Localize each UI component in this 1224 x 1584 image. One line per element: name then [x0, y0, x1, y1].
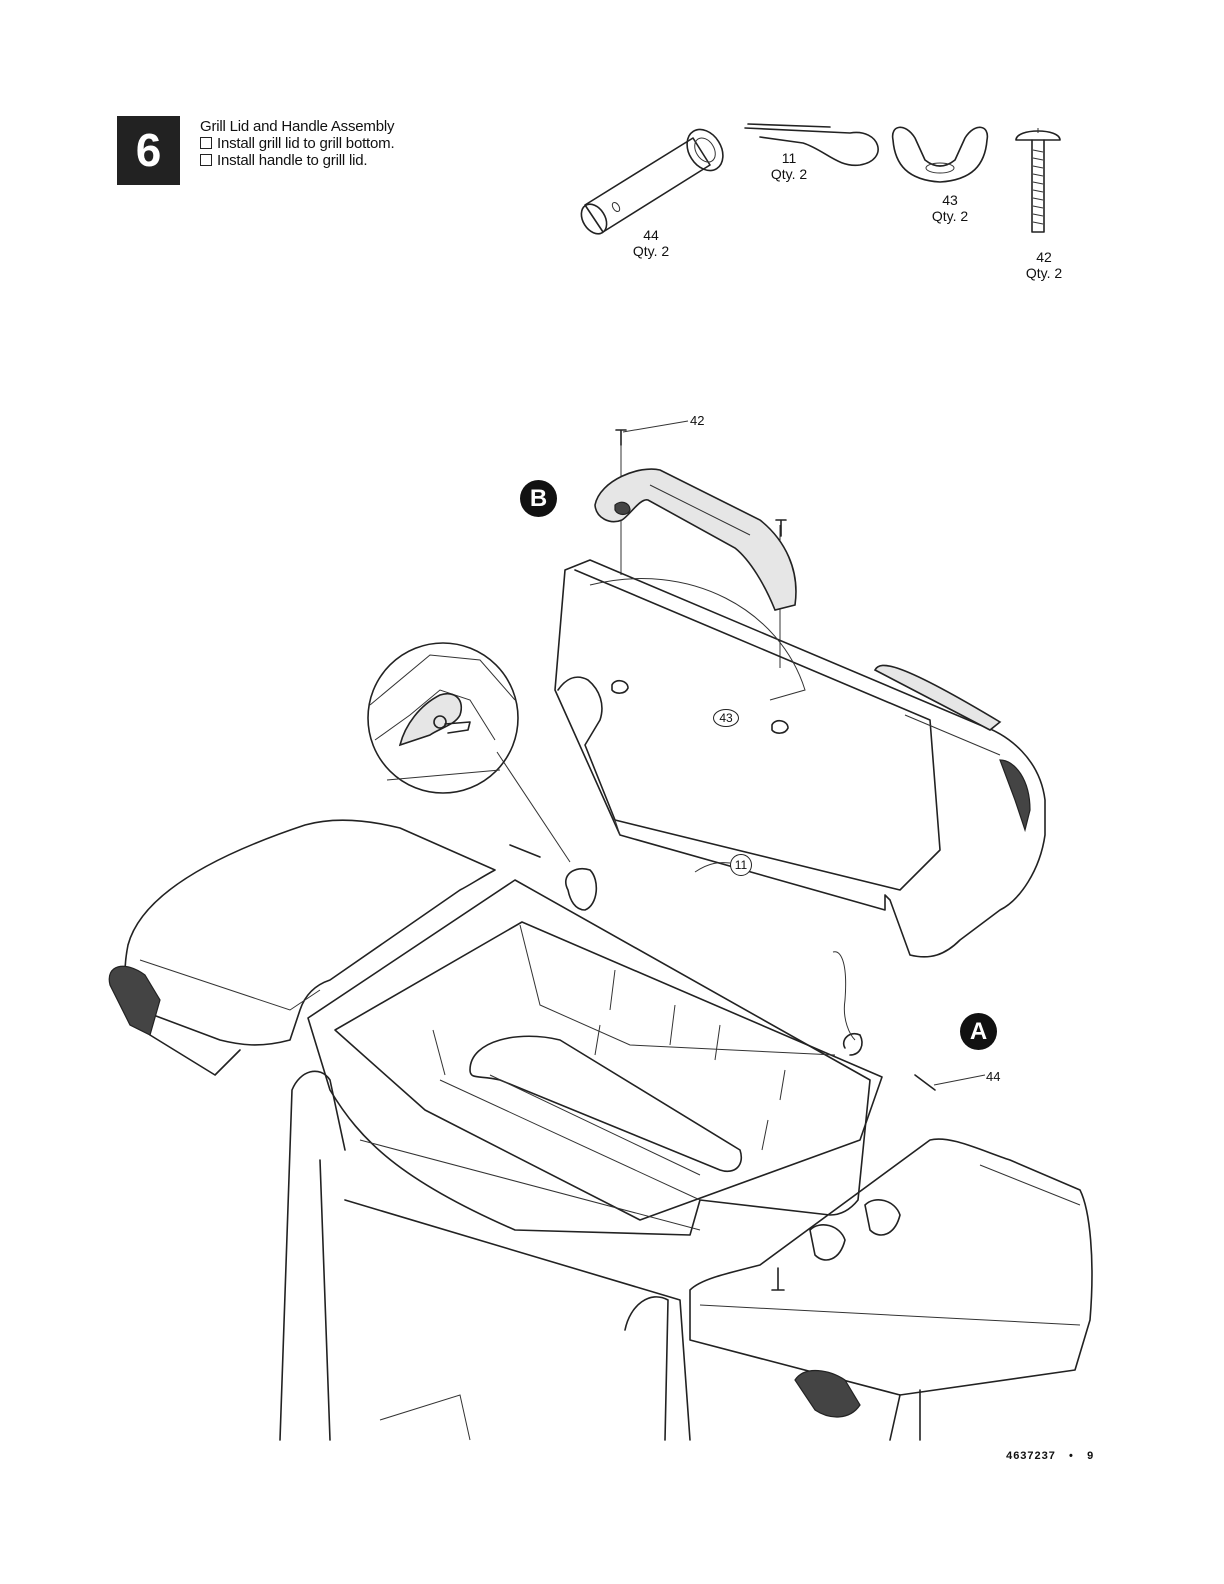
pin-icon — [510, 845, 540, 857]
callout-44: 44 — [986, 1069, 1000, 1084]
hinge-detail-circle — [368, 643, 518, 793]
callout-43: 43 — [713, 709, 739, 727]
callout-11: 11 — [730, 854, 752, 876]
grill-lid — [555, 560, 1045, 957]
cotter-pin — [833, 952, 855, 1040]
part-label-43: 43 Qty. 2 — [920, 192, 980, 224]
doc-number: 4637237 — [1006, 1451, 1056, 1463]
badge-a: A — [960, 1013, 997, 1050]
pin-icon — [576, 123, 730, 239]
part-label-42: 42 Qty. 2 — [1016, 249, 1072, 281]
part-label-44: 44 Qty. 2 — [626, 227, 676, 259]
footer-separator: • — [1068, 1451, 1075, 1463]
igniter-button — [772, 1268, 784, 1290]
left-side-shelf — [109, 820, 495, 1075]
control-knob — [810, 1225, 845, 1260]
wing-nut-icon — [772, 721, 788, 733]
wing-nut-icon — [612, 681, 628, 693]
leader-line — [934, 1075, 985, 1085]
control-knob — [865, 1200, 900, 1235]
page-footer: 4637237 • 9 — [1006, 1451, 1094, 1463]
wing-nut-icon — [893, 127, 988, 182]
pin-icon — [915, 1075, 935, 1090]
badge-b: B — [520, 480, 557, 517]
screw-icon — [1016, 128, 1060, 232]
grill-bottom — [308, 880, 882, 1235]
hinge — [566, 869, 597, 910]
callout-42: 42 — [690, 413, 704, 428]
grill-handle — [595, 469, 796, 610]
leader-line — [497, 752, 570, 862]
leader-line — [623, 421, 688, 432]
part-label-11: 11 Qty. 2 — [764, 150, 814, 182]
page-number: 9 — [1087, 1451, 1094, 1463]
